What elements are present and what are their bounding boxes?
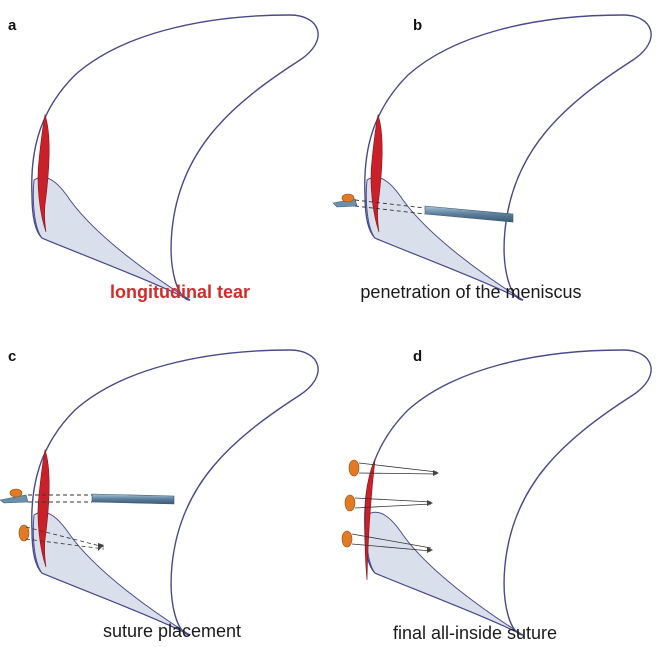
- longitudinal-tear: [37, 113, 50, 233]
- longitudinal-tear: [37, 448, 50, 568]
- meniscus-shape: [364, 14, 652, 301]
- suture-anchor: [341, 193, 355, 203]
- suture-thread-lower: [25, 538, 105, 550]
- suture-3: [341, 530, 433, 553]
- suture-2: [344, 494, 433, 512]
- suture-1: [348, 459, 439, 477]
- longitudinal-tear: [370, 113, 383, 233]
- meniscus-shape: [364, 349, 652, 636]
- needle-path-lower: [354, 205, 426, 215]
- suture-knot-arrow: [427, 500, 433, 506]
- suture-anchor-upper: [9, 488, 23, 498]
- caption-longitudinal-tear: longitudinal tear: [110, 282, 250, 302]
- caption-final-suture: final all-inside suture: [393, 623, 557, 643]
- suture-knot-arrow: [98, 543, 104, 551]
- caption-suture-placement: suture placement: [103, 621, 241, 641]
- panel-a: a longitudinal tear: [8, 14, 319, 302]
- panel-c: c suture placement: [0, 348, 319, 641]
- suture-anchor-1: [348, 459, 360, 477]
- suture-anchor-3: [341, 530, 353, 548]
- needle-path-upper: [354, 199, 426, 209]
- suture-thread: [358, 462, 438, 473]
- panel-letter-c: c: [8, 348, 16, 365]
- panel-letter-d: d: [413, 348, 422, 365]
- suture-knot-arrow: [433, 470, 439, 476]
- meniscus-shape: [31, 14, 319, 301]
- needle-shaft: [91, 493, 175, 505]
- suture-thread: [354, 503, 432, 509]
- panel-b: b penetration of the meniscus: [332, 14, 652, 302]
- caption-penetration: penetration of the meniscus: [360, 282, 581, 302]
- suture-thread: [351, 543, 432, 552]
- longitudinal-tear: [364, 459, 376, 581]
- suture-thread: [354, 497, 432, 503]
- suture-knot-arrow: [427, 547, 433, 553]
- suture-anchor-2: [344, 494, 356, 512]
- suture-thread: [358, 472, 438, 475]
- panel-letter-b: b: [413, 17, 422, 34]
- panel-d: d final all-inside suture: [341, 348, 652, 643]
- needle-shaft: [424, 205, 514, 223]
- panel-letter-a: a: [8, 17, 17, 34]
- meniscus-shape: [31, 349, 319, 636]
- suture-thread: [351, 533, 432, 549]
- suture-anchor-lower: [18, 524, 30, 542]
